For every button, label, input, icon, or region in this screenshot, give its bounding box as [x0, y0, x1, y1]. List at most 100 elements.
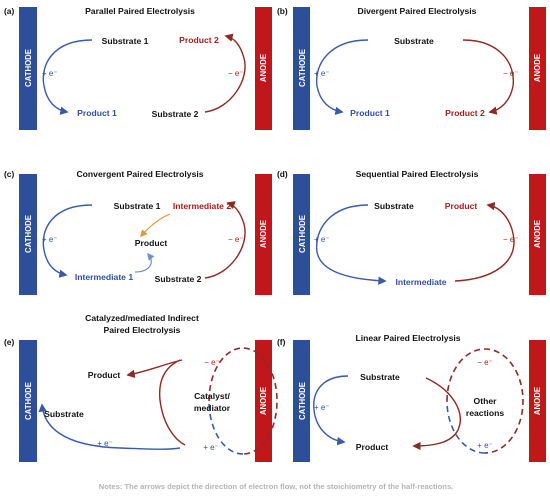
panel-letter: (e) — [4, 337, 14, 347]
panel-letter: (c) — [4, 169, 14, 179]
panel-e: (e) Catalyzed/mediated Indirect Paired E… — [4, 313, 278, 462]
substrate-label: Substrate — [374, 201, 414, 211]
anode-label: ANODE — [259, 54, 268, 82]
product-label: Product — [88, 370, 121, 380]
panel-title: Divergent Paired Electrolysis — [358, 6, 477, 16]
anode-electrode — [529, 7, 546, 130]
electron-gain-label: + e⁻ — [97, 439, 113, 448]
cathode-electrode — [19, 174, 37, 295]
electron-gain-label: + e⁻ — [314, 403, 330, 412]
mediator-electron-loss-label: − e⁻ — [204, 358, 220, 367]
substrate-curve — [158, 359, 186, 446]
product-1-label: Product 1 — [77, 108, 117, 118]
product-2-label: Product 2 — [179, 35, 219, 45]
intermediate-2-label: Intermediate 2 — [173, 201, 231, 211]
intermediate-1-label: Intermediate 1 — [75, 272, 133, 282]
panel-letter: (a) — [4, 6, 14, 16]
other-reactions-cycle-bottom — [446, 400, 486, 454]
anode-electrode — [255, 7, 272, 130]
anode-label: ANODE — [533, 387, 542, 415]
mediator-cycle-top — [208, 347, 278, 455]
substrate-1-label: Substrate 1 — [102, 36, 149, 46]
other-reactions-label-line-2: reactions — [466, 408, 504, 418]
substrate-1-label: Substrate 1 — [114, 201, 161, 211]
oxidation-arrow — [454, 201, 515, 282]
electron-loss-label: − e⁻ — [503, 69, 519, 78]
panel-title: Parallel Paired Electrolysis — [85, 6, 195, 16]
cathode-label: CATHODE — [298, 49, 307, 87]
oxidation-arrow — [204, 33, 246, 113]
mediator-label-line-1: Catalyst/ — [194, 391, 230, 401]
anode-electrode — [255, 174, 272, 295]
anode-electrode — [529, 174, 546, 295]
substrate-2-label: Substrate 2 — [152, 109, 199, 119]
panel-letter: (d) — [277, 169, 288, 179]
other-reactions-cycle-top — [446, 348, 524, 454]
cathode-label: CATHODE — [24, 215, 33, 253]
oxidation-arrow — [462, 39, 515, 115]
substrate-label: Substrate — [394, 36, 434, 46]
product-label: Product — [135, 238, 168, 248]
intermediate-label: Intermediate — [395, 277, 446, 287]
substrate-label: Substrate — [44, 409, 84, 419]
reduction-arrow — [38, 403, 181, 450]
electron-gain-label: + e⁻ — [42, 69, 58, 78]
footnote: Notes: The arrows depict the direction o… — [99, 482, 454, 491]
cathode-electrode — [293, 7, 310, 130]
anode-electrode — [255, 340, 272, 462]
anode-label: ANODE — [259, 220, 268, 248]
panel-title-line-1: Catalyzed/mediated Indirect — [85, 313, 199, 323]
oxidation-arrow — [204, 201, 246, 279]
reduction-arrow — [315, 204, 387, 285]
cathode-electrode — [293, 174, 310, 295]
reduction-arrow — [315, 39, 369, 116]
loop-electron-gain-label: + e⁻ — [477, 441, 493, 450]
reduction-arrow — [313, 375, 349, 446]
substrate-2-label: Substrate 2 — [155, 274, 202, 284]
panel-a: (a) Parallel Paired Electrolysis CATHODE… — [4, 6, 272, 130]
oxidation-arrow — [126, 359, 183, 378]
electron-loss-label: − e⁻ — [503, 235, 519, 244]
electron-loss-label: − e⁻ — [228, 69, 244, 78]
panel-f: (f) Linear Paired Electrolysis CATHODE A… — [277, 333, 546, 462]
panel-title: Sequential Paired Electrolysis — [356, 169, 479, 179]
cathode-label: CATHODE — [298, 382, 307, 420]
cathode-electrode — [19, 340, 37, 462]
intermediate-2-to-product-arrow — [140, 213, 171, 238]
mediator-electron-gain-label: + e⁻ — [203, 443, 219, 452]
panel-title: Convergent Paired Electrolysis — [76, 169, 203, 179]
other-reactions-label-line-1: Other — [474, 396, 498, 406]
reduction-arrow — [42, 39, 93, 115]
panel-d: (d) Sequential Paired Electrolysis CATHO… — [277, 169, 546, 295]
cathode-label: CATHODE — [298, 215, 307, 253]
anode-label: ANODE — [533, 220, 542, 248]
cathode-electrode — [293, 340, 310, 462]
mediator-label-line-2: mediator — [194, 403, 231, 413]
reduction-arrow — [42, 204, 93, 278]
electron-gain-label: + e⁻ — [314, 69, 330, 78]
panel-letter: (f) — [277, 337, 286, 347]
cathode-electrode — [19, 7, 37, 130]
product-2-label: Product 2 — [445, 108, 485, 118]
electron-gain-label: + e⁻ — [314, 235, 330, 244]
cathode-label: CATHODE — [24, 49, 33, 87]
product-1-label: Product 1 — [350, 108, 390, 118]
panel-b: (b) Divergent Paired Electrolysis CATHOD… — [277, 6, 546, 130]
electron-gain-label: + e⁻ — [42, 235, 58, 244]
anode-electrode — [529, 340, 546, 462]
product-label: Product — [356, 442, 389, 452]
panel-title: Linear Paired Electrolysis — [355, 333, 460, 343]
loop-electron-loss-label: − e⁻ — [477, 358, 493, 367]
panel-letter: (b) — [277, 6, 288, 16]
panel-title-line-2: Paired Electrolysis — [104, 325, 181, 335]
anode-label: ANODE — [533, 54, 542, 82]
intermediate-1-to-product-arrow — [134, 252, 155, 273]
product-label: Product — [445, 201, 478, 211]
oxidation-arrow — [412, 377, 461, 451]
substrate-label: Substrate — [360, 372, 400, 382]
electron-loss-label: − e⁻ — [228, 235, 244, 244]
cathode-label: CATHODE — [24, 382, 33, 420]
anode-label: ANODE — [259, 387, 268, 415]
panel-c: (c) Convergent Paired Electrolysis CATHO… — [4, 169, 272, 295]
